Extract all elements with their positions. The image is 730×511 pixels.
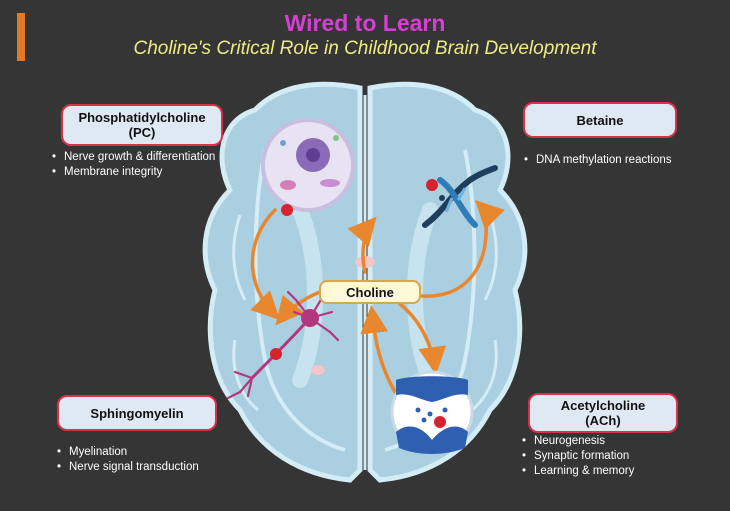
choline-label: Choline	[346, 284, 394, 300]
pc-subtitle: (PC)	[128, 125, 156, 140]
pc-title: Phosphatidylcholine	[78, 110, 206, 125]
betaine-title: Betaine	[576, 112, 624, 128]
arrow-ach-to-choline	[360, 305, 402, 402]
page-subtitle: Choline's Critical Role in Childhood Bra…	[133, 38, 597, 59]
dna-icon	[422, 165, 498, 228]
accent-bar	[17, 13, 25, 61]
ach-title: Acetylcholine	[560, 398, 646, 413]
arrow-choline-to-pc	[347, 216, 377, 274]
node-choline: Choline	[319, 280, 421, 304]
list-item: Neurogenesis	[522, 434, 634, 449]
node-phosphatidylcholine: Phosphatidylcholine (PC)	[61, 104, 223, 146]
list-item: Synaptic formation	[522, 449, 634, 464]
betaine-bullet-list: DNA methylation reactions	[524, 153, 672, 168]
node-acetylcholine: Acetylcholine (ACh)	[528, 393, 678, 433]
list-item: Nerve signal transduction	[57, 460, 199, 475]
list-item: Membrane integrity	[52, 165, 215, 180]
node-sphingomyelin: Sphingomyelin	[57, 395, 217, 431]
flow-arrows	[250, 200, 505, 402]
pc-bullet-list: Nerve growth & differentiation Membrane …	[52, 150, 215, 180]
ach-subtitle: (ACh)	[585, 413, 621, 428]
list-item: Learning & memory	[522, 464, 634, 479]
arrow-choline-to-betaine	[420, 200, 505, 298]
list-item: Nerve growth & differentiation	[52, 150, 215, 165]
sphingomyelin-bullet-list: Myelination Nerve signal transduction	[57, 445, 199, 475]
cell-icon	[261, 118, 355, 216]
sphingomyelin-title: Sphingomyelin	[90, 405, 184, 421]
neuron-icon	[226, 288, 340, 400]
arrow-choline-to-ach	[398, 302, 447, 375]
ach-bullet-list: Neurogenesis Synaptic formation Learning…	[522, 434, 634, 479]
list-item: DNA methylation reactions	[524, 153, 672, 168]
synapse-icon	[390, 370, 474, 454]
list-item: Myelination	[57, 445, 199, 460]
arrow-pc-to-sphingomyelin	[250, 208, 280, 320]
node-betaine: Betaine	[523, 102, 677, 138]
page-title: Wired to Learn	[284, 10, 446, 36]
